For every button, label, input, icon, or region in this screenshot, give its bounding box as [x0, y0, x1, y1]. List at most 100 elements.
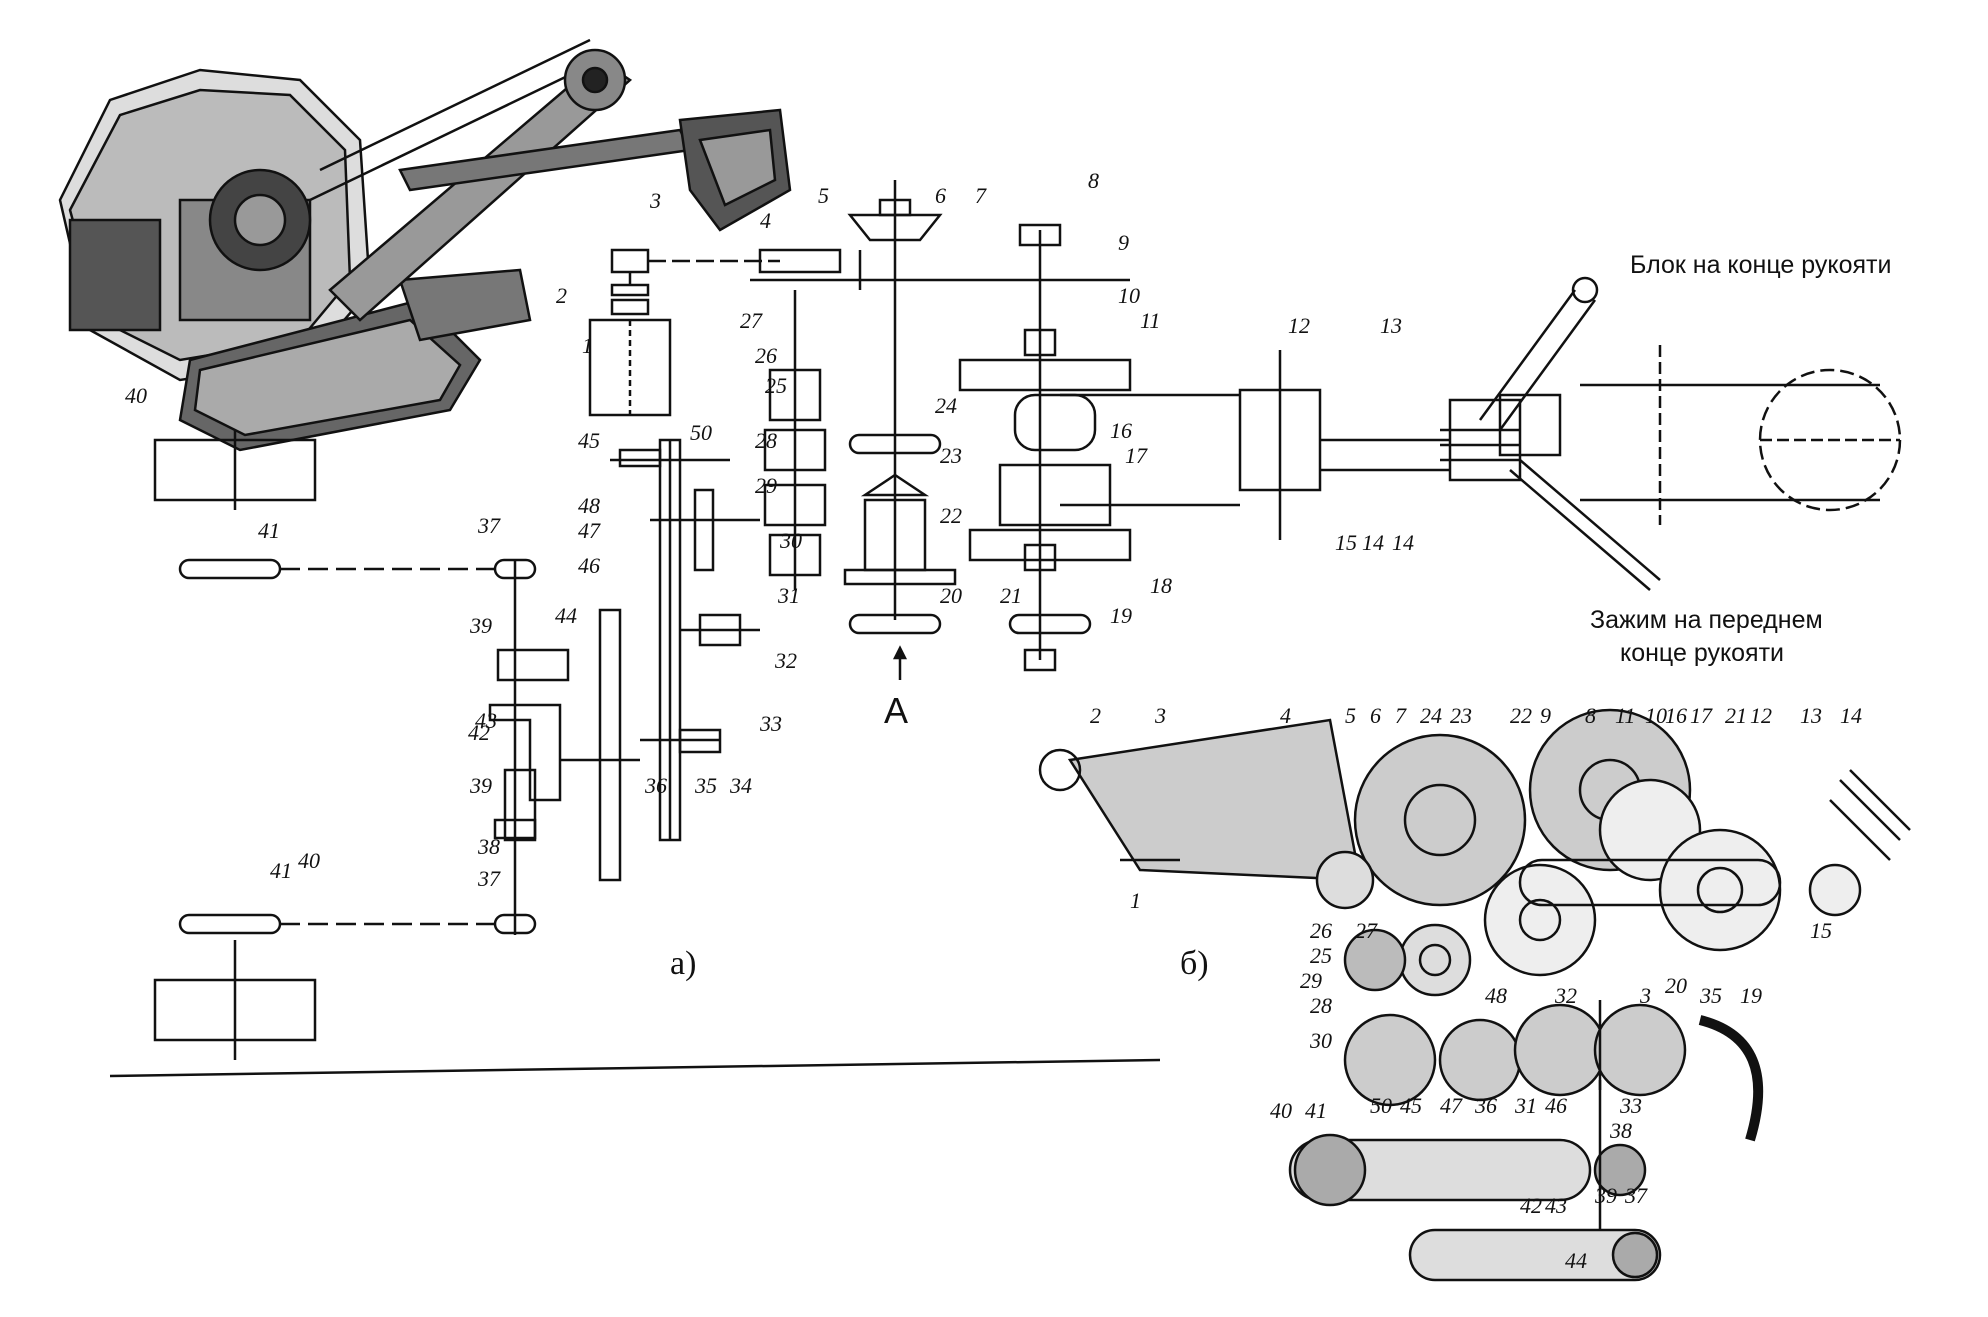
scheme-a-part-number: 36	[645, 773, 667, 798]
caption-clamp-line2: конце рукояти	[1620, 639, 1785, 667]
scheme-a-part-number: 19	[1110, 603, 1132, 628]
scheme-b-part-number: 7	[1395, 703, 1406, 728]
scheme-b-part-number: 19	[1740, 983, 1762, 1008]
scheme-a-part-number: 29	[755, 473, 777, 498]
scheme-a-part-number: 42	[468, 720, 490, 745]
scheme-a-part-number: 34	[730, 773, 752, 798]
scheme-a-part-number: 16	[1110, 418, 1132, 443]
scheme-b-part-number: 9	[1540, 703, 1551, 728]
scheme-a-part-number: 22	[940, 503, 962, 528]
scheme-b-part-number: 40	[1270, 1098, 1292, 1123]
scheme-b-part-number: 5	[1345, 703, 1356, 728]
scheme-b-part-number: 30	[1310, 1028, 1332, 1053]
scheme-b-part-number: 28	[1310, 993, 1332, 1018]
scheme-a-part-number: 17	[1125, 443, 1147, 468]
scheme-a-part-number: 6	[935, 183, 946, 208]
scheme-a-part-number: 27	[740, 308, 762, 333]
scheme-a-part-number: 41	[270, 858, 292, 883]
scheme-a-part-number: 7	[975, 183, 986, 208]
scheme-a-part-number: 30	[780, 528, 802, 553]
part-a-label: а)	[670, 945, 697, 982]
scheme-a-part-number: 15	[1335, 530, 1357, 555]
scheme-b-part-number: 24	[1420, 703, 1442, 728]
scheme-a-part-number: 31	[778, 583, 800, 608]
scheme-b-part-number: 8	[1585, 703, 1596, 728]
caption-block: Блок на конце рукояти	[1630, 251, 1892, 279]
scheme-a-part-number: 41	[258, 518, 280, 543]
scheme-b-part-number: 21	[1725, 703, 1747, 728]
scheme-a-part-number: 45	[578, 428, 600, 453]
scheme-b-part-number: 3	[1640, 983, 1651, 1008]
scheme-b-part-number: 3	[1155, 703, 1166, 728]
scheme-a-part-number: 26	[755, 343, 777, 368]
scheme-a-part-number: 40	[125, 383, 147, 408]
scheme-b-part-number: 22	[1510, 703, 1532, 728]
kinematic-scheme-a	[109, 180, 1902, 1078]
view-arrow-label: A	[884, 690, 909, 731]
scheme-b-part-number: 13	[1800, 703, 1822, 728]
scheme-b-part-number: 36	[1475, 1093, 1497, 1118]
scheme-a-part-number: 9	[1118, 230, 1129, 255]
scheme-a-part-number: 48	[578, 493, 600, 518]
scheme-b-part-number: 37	[1625, 1183, 1647, 1208]
scheme-b-part-number: 31	[1515, 1093, 1537, 1118]
scheme-a-part-number: 38	[478, 834, 500, 859]
scheme-b-part-number: 41	[1305, 1098, 1327, 1123]
scheme-b-part-number: 25	[1310, 943, 1332, 968]
scheme-a-part-number: 20	[940, 583, 962, 608]
scheme-a-part-number: 10	[1118, 283, 1140, 308]
scheme-a-part-number: 24	[935, 393, 957, 418]
scheme-b-part-number: 17	[1690, 703, 1712, 728]
scheme-a-part-number: 28	[755, 428, 777, 453]
scheme-b-part-number: 6	[1370, 703, 1381, 728]
scheme-b-part-number: 20	[1665, 973, 1687, 998]
excavator-illustration	[58, 38, 792, 452]
scheme-b-part-number: 35	[1700, 983, 1722, 1008]
scheme-a-part-number: 11	[1140, 308, 1161, 333]
scheme-a-part-number: 37	[478, 866, 500, 891]
scheme-b-part-number: 32	[1555, 983, 1577, 1008]
scheme-b-part-number: 45	[1400, 1093, 1422, 1118]
scheme-a-part-number: 32	[775, 648, 797, 673]
scheme-a-part-number: 39	[470, 773, 492, 798]
scheme-a-part-number: 44	[555, 603, 577, 628]
scheme-b-part-number: 27	[1355, 918, 1377, 943]
scheme-a-part-number: 14	[1362, 530, 1384, 555]
scheme-b-part-number: 38	[1610, 1118, 1632, 1143]
scheme-a-part-number: 50	[690, 420, 712, 445]
scheme-a-part-number: 14	[1392, 530, 1414, 555]
scheme-a-part-number: 18	[1150, 573, 1172, 598]
scheme-a-part-number: 5	[818, 183, 829, 208]
scheme-b-part-number: 10	[1645, 703, 1667, 728]
scheme-b-part-number: 2	[1090, 703, 1101, 728]
perspective-mechanism-b	[1038, 708, 1911, 1282]
scheme-a-part-number: 25	[765, 373, 787, 398]
scheme-b-part-number: 4	[1280, 703, 1291, 728]
scheme-b-part-number: 1	[1130, 888, 1141, 913]
scheme-b-part-number: 33	[1620, 1093, 1642, 1118]
scheme-b-part-number: 15	[1810, 918, 1832, 943]
scheme-a-part-number: 23	[940, 443, 962, 468]
scheme-a-part-number: 1	[582, 333, 593, 358]
scheme-a-part-number: 37	[478, 513, 500, 538]
scheme-a-part-number: 43	[475, 708, 497, 733]
scheme-b-part-number: 29	[1300, 968, 1322, 993]
scheme-b-part-number: 42	[1520, 1193, 1542, 1218]
scheme-a-part-number: 46	[578, 553, 600, 578]
scheme-b-part-number: 11	[1615, 703, 1636, 728]
scheme-a-part-number: 2	[556, 283, 567, 308]
scheme-a-part-number: 33	[760, 711, 782, 736]
scheme-b-part-number: 26	[1310, 918, 1332, 943]
scheme-a-part-number: 4	[760, 208, 771, 233]
scheme-b-part-number: 50	[1370, 1093, 1392, 1118]
scheme-a-part-number: 47	[578, 518, 600, 543]
scheme-a-part-number: 35	[695, 773, 717, 798]
scheme-b-part-number: 39	[1595, 1183, 1617, 1208]
scheme-b-part-number: 12	[1750, 703, 1772, 728]
scheme-b-part-number: 16	[1665, 703, 1687, 728]
scheme-a-part-number: 8	[1088, 168, 1099, 193]
scheme-a-part-number: 40	[298, 848, 320, 873]
scheme-b-part-number: 43	[1545, 1193, 1567, 1218]
